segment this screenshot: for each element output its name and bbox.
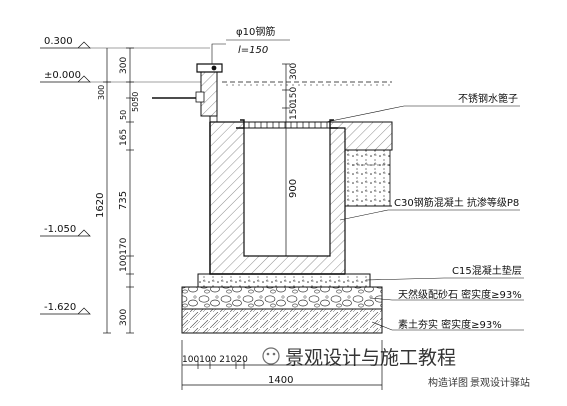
curb-cap — [196, 63, 223, 73]
right-base — [344, 149, 391, 207]
svg-text:0.300: 0.300 — [44, 36, 73, 47]
label-gravel: 天然级配砂石 密实度≥93% — [398, 288, 522, 301]
concrete-channel — [209, 121, 346, 275]
grate-bars — [248, 122, 328, 128]
dim-300-left: 300 — [97, 85, 106, 100]
elevation-marker-3: -1.050 — [40, 224, 91, 237]
dim-300-bot: 300 — [119, 309, 129, 326]
elevation-marker-2: ±0.000 — [40, 70, 91, 83]
label-concrete: C30钢筋混凝土 抗渗等级P8 — [394, 196, 519, 209]
rebar-label: φ10钢筋 — [236, 25, 275, 38]
svg-text:景观设计驿站: 景观设计驿站 — [470, 376, 530, 389]
center-dim-300: 300 — [289, 63, 299, 80]
svg-text:景观设计与施工教程: 景观设计与施工教程 — [285, 347, 456, 369]
bottom-dim-total: 1400 — [268, 375, 293, 386]
dim-300-top: 300 — [119, 57, 129, 74]
svg-text:-1.620: -1.620 — [44, 302, 76, 313]
dim-165: 165 — [119, 129, 129, 146]
watermark: 景观设计与施工教程 景观设计驿站 构造详图 — [262, 347, 530, 389]
svg-text:构造详图: 构造详图 — [428, 376, 468, 389]
center-dim-900: 900 — [288, 179, 299, 198]
label-steel-grate: 不锈钢水篦子 — [458, 92, 518, 105]
dim-5050: 5050 — [131, 92, 140, 112]
rebar-length: l=150 — [238, 45, 268, 56]
dim-735: 735 — [118, 191, 129, 210]
svg-text:±0.000: ±0.000 — [44, 70, 81, 81]
dim-1620: 1620 — [95, 193, 106, 218]
dim-100-170: 100170 — [119, 237, 129, 272]
elevation-marker-1: 0.300 — [40, 36, 91, 49]
dim-50: 50 — [119, 110, 128, 120]
center-dim-150a: 150 — [289, 87, 299, 104]
label-cushion: C15混凝土垫层 — [452, 264, 522, 277]
soil-layer — [181, 308, 383, 334]
label-soil: 素土夯实 密实度≥93% — [398, 318, 502, 331]
gravel-layer — [181, 286, 383, 310]
cushion-layer — [197, 273, 371, 288]
center-dim-150b: 150 — [289, 103, 299, 120]
steel-grate — [243, 121, 331, 129]
svg-text:-1.050: -1.050 — [44, 224, 76, 235]
bottom-dim-segments: 100100 21020 — [182, 355, 248, 365]
elevation-marker-4: -1.620 — [40, 302, 91, 315]
